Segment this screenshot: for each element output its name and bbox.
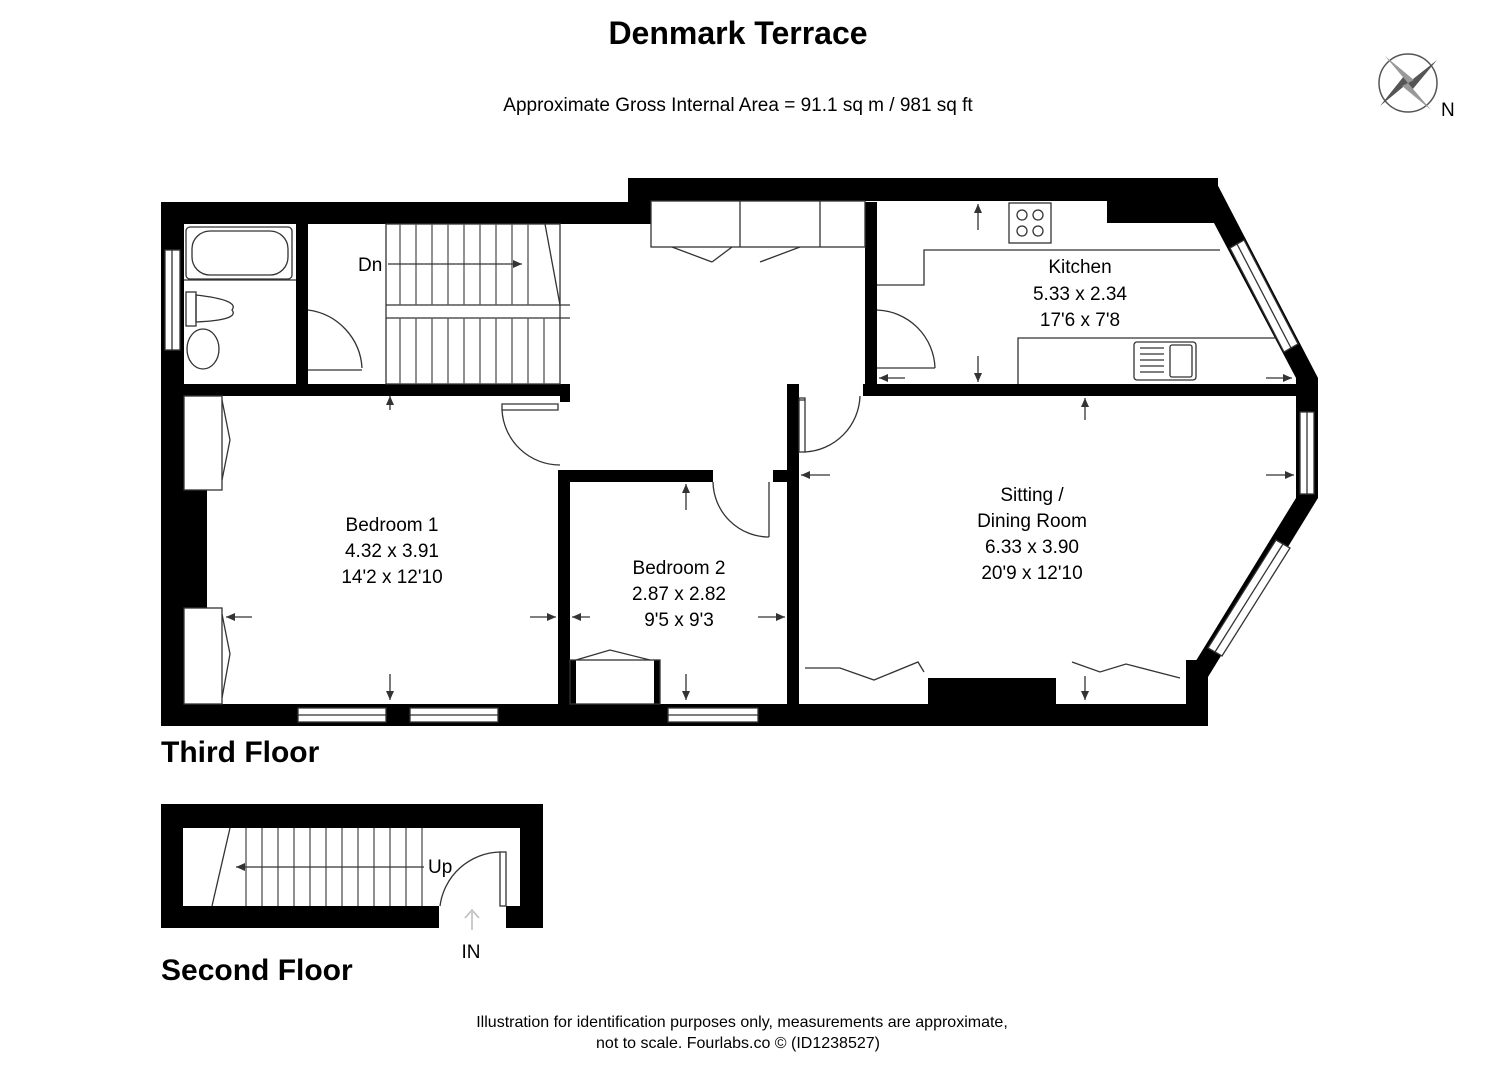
sitting-metric: 6.33 x 3.90 [985, 537, 1079, 558]
kitchen-imperial: 17'6 x 7'8 [1040, 310, 1120, 331]
bedroom2-name: Bedroom 2 [633, 558, 726, 579]
second-floor-fixtures [211, 827, 507, 930]
sitting-name-line1: Sitting / [1000, 485, 1064, 506]
disclaimer-line-2: not to scale. Fourlabs.co © (ID1238527) [596, 1035, 880, 1052]
room-sitting-dining: Sitting / Dining Room 6.33 x 3.90 20'9 x… [977, 485, 1087, 584]
kitchen-name: Kitchen [1048, 257, 1111, 278]
kitchen-metric: 5.33 x 2.34 [1033, 284, 1127, 305]
stairs-up-label: Up [428, 857, 452, 878]
third-floor-label: Third Floor [161, 736, 320, 769]
sitting-imperial: 20'9 x 12'10 [981, 563, 1082, 584]
bedroom1-name: Bedroom 1 [346, 515, 439, 536]
third-floor-walls [161, 178, 1318, 726]
room-kitchen: Kitchen 5.33 x 2.34 17'6 x 7'8 [1033, 257, 1127, 331]
bedroom2-imperial: 9'5 x 9'3 [644, 610, 714, 631]
bedroom1-imperial: 14'2 x 12'10 [341, 567, 442, 588]
second-floor-label: Second Floor [161, 954, 353, 987]
dimension-arrows [226, 204, 1294, 700]
entrance-label: IN [462, 942, 481, 963]
plan-title: Denmark Terrace [608, 15, 867, 51]
bedroom2-metric: 2.87 x 2.82 [632, 584, 726, 605]
sitting-name-line2: Dining Room [977, 511, 1087, 532]
second-floor-walls [161, 804, 543, 928]
compass-north-label: N [1441, 100, 1455, 121]
area-summary: Approximate Gross Internal Area = 91.1 s… [503, 95, 973, 116]
room-bedroom-2: Bedroom 2 2.87 x 2.82 9'5 x 9'3 [632, 558, 726, 631]
disclaimer-line-1: Illustration for identification purposes… [476, 1014, 1008, 1031]
bedroom1-metric: 4.32 x 3.91 [345, 541, 439, 562]
room-bedroom-1: Bedroom 1 4.32 x 3.91 14'2 x 12'10 [341, 515, 442, 588]
stairs-down-label: Dn [358, 255, 382, 276]
compass-icon: N [1378, 53, 1455, 121]
third-floor-fixtures [164, 200, 1315, 723]
